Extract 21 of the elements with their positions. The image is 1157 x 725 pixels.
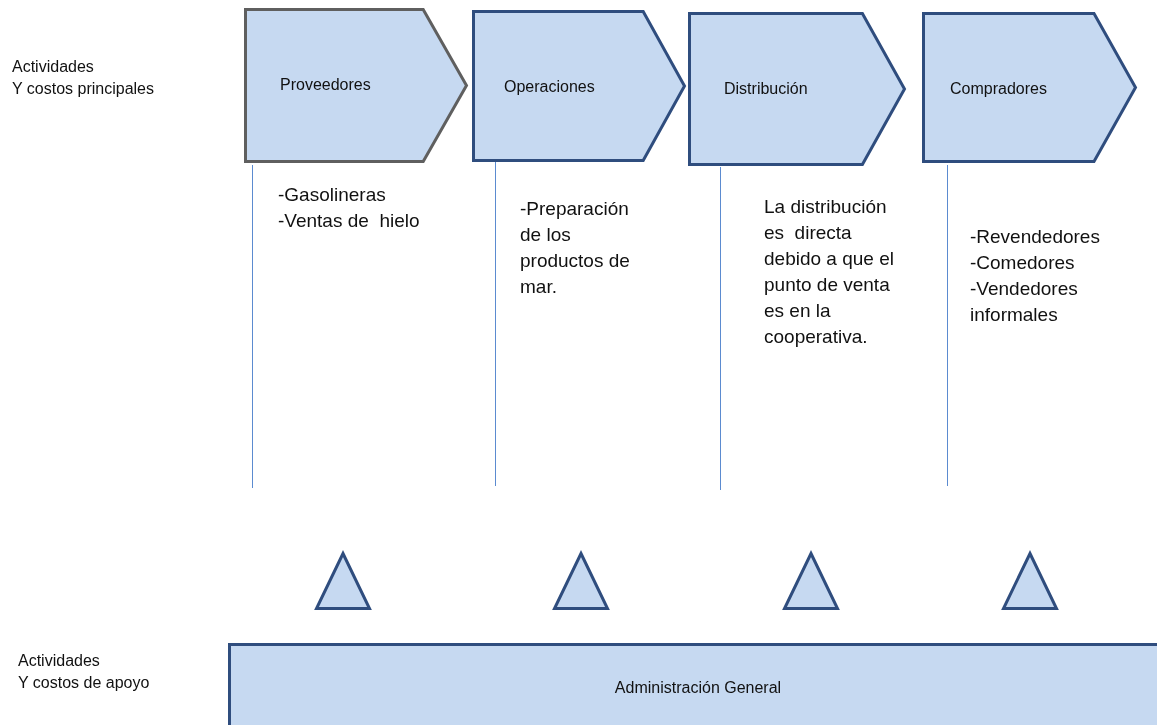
section-label: Actividades: [18, 652, 100, 670]
process-box: [922, 12, 1137, 163]
process-box: [472, 10, 686, 162]
process-label: Proveedores: [280, 76, 371, 94]
process-box: [688, 12, 906, 166]
description-text: -Preparación de los productos de mar.: [520, 197, 631, 299]
section-label: Y costos principales: [12, 80, 154, 98]
section-label: Y costos de apoyo: [18, 674, 150, 692]
process-label: Compradores: [950, 80, 1047, 98]
description-text: -Gasolineras: [278, 183, 387, 207]
section-label: Actividades: [12, 58, 94, 76]
description-text: -Comedores: [970, 251, 1076, 275]
bar-label: Administración General: [614, 679, 782, 697]
description-text: -Ventas de hielo: [278, 209, 421, 233]
process-label: Distribución: [724, 80, 808, 98]
description-text: -Revendedores: [970, 225, 1101, 249]
support-bar: [228, 643, 1157, 725]
description-text: -Vendedores informales: [970, 277, 1079, 327]
process-box: [244, 8, 468, 163]
process-label: Operaciones: [504, 78, 595, 96]
description-text: La distribución es directa debido a que el punto de venta es en la cooperativa.: [764, 195, 895, 349]
